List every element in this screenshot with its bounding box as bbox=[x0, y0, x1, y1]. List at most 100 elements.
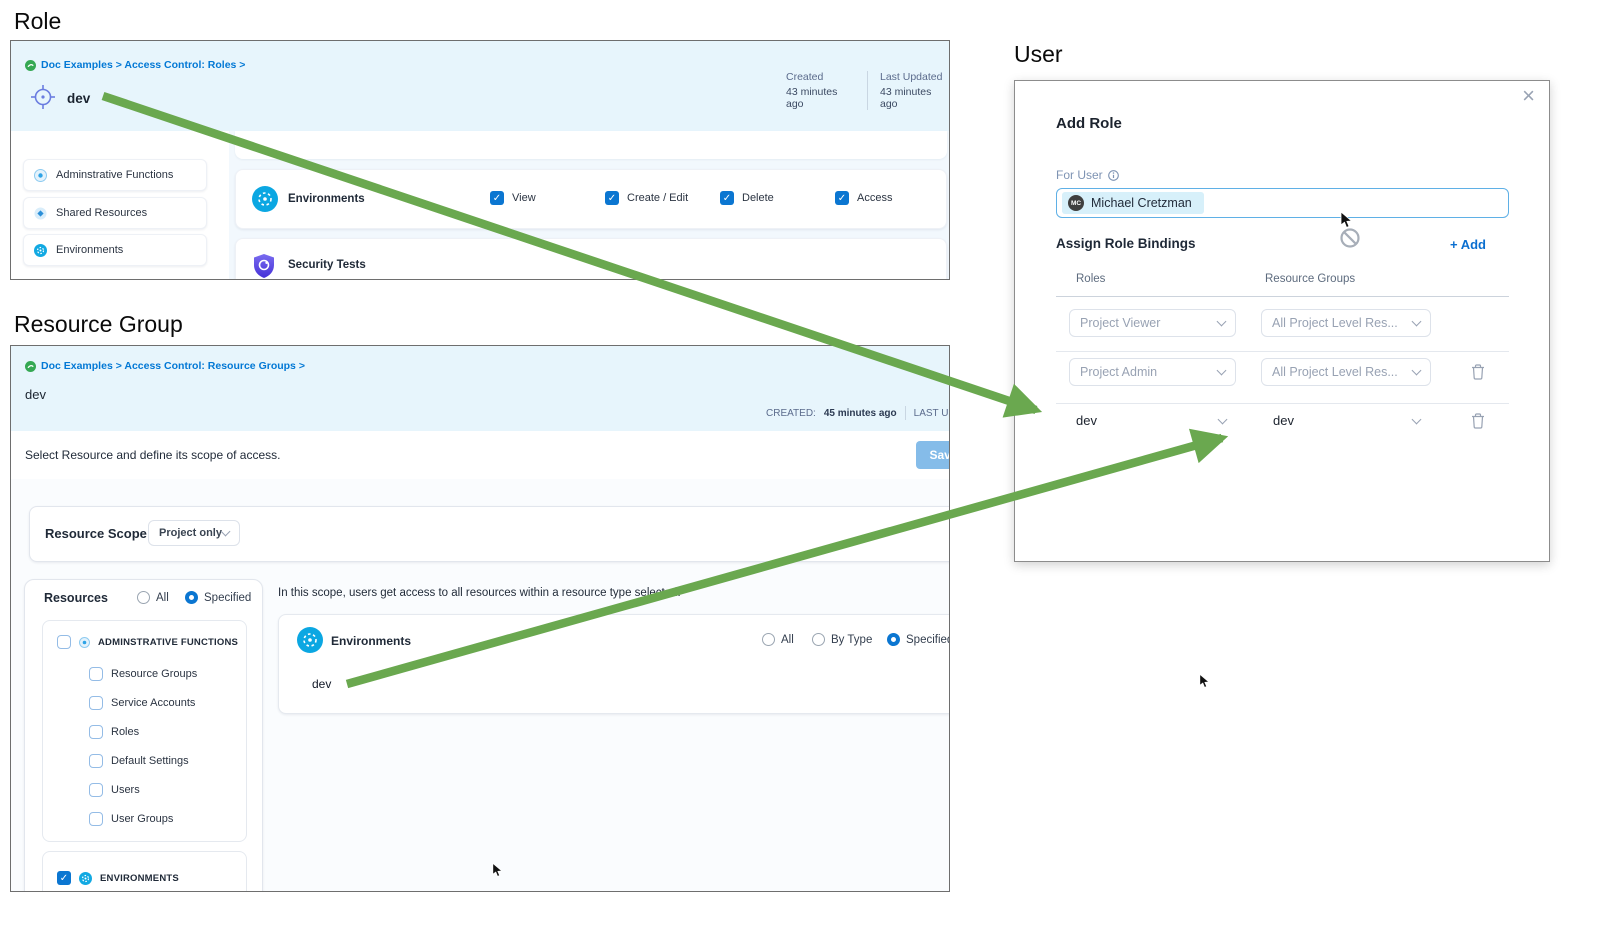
breadcrumb[interactable]: Doc Examples > Access Control: Roles > bbox=[25, 59, 245, 71]
checkbox-unchecked-icon[interactable] bbox=[89, 812, 103, 826]
close-icon[interactable]: × bbox=[1522, 83, 1535, 108]
resources-radio-specified[interactable]: Specified bbox=[185, 591, 251, 604]
partial-row bbox=[235, 131, 947, 159]
chevron-down-icon bbox=[1216, 316, 1227, 327]
tree-header-row[interactable]: ADMINSTRATIVE FUNCTIONS bbox=[57, 635, 238, 649]
checkbox-checked-icon[interactable]: ✓ bbox=[490, 191, 504, 205]
radio-selected-icon[interactable] bbox=[185, 591, 198, 604]
tree-item-roles[interactable]: Roles bbox=[89, 725, 139, 739]
tree-item-user-groups[interactable]: User Groups bbox=[89, 812, 173, 826]
resource-scope-select[interactable]: Project only bbox=[148, 520, 240, 546]
updated-label: Last Updated bbox=[879, 71, 943, 83]
user-chip[interactable]: MC Michael Cretzman bbox=[1062, 192, 1204, 214]
env-radio-specified[interactable]: Specified bbox=[887, 633, 950, 646]
group-select-row1[interactable]: All Project Level Res... bbox=[1261, 309, 1431, 337]
radio-icon[interactable] bbox=[812, 633, 825, 646]
label-text: For User bbox=[1056, 168, 1103, 182]
tree-item-resource-groups[interactable]: Resource Groups bbox=[89, 667, 197, 681]
radio-label: By Type bbox=[831, 633, 873, 646]
env-radio-by-type[interactable]: By Type bbox=[812, 633, 872, 646]
row-label: Security Tests bbox=[288, 259, 366, 271]
radio-selected-icon[interactable] bbox=[887, 633, 900, 646]
checkbox-checked-icon[interactable]: ✓ bbox=[720, 191, 734, 205]
checkbox-unchecked-icon[interactable] bbox=[89, 725, 103, 739]
role-meta: Created 43 minutes ago Last Updated 43 m… bbox=[786, 71, 949, 110]
created-block: Created 43 minutes ago bbox=[786, 71, 855, 110]
checkbox-unchecked-icon[interactable] bbox=[89, 754, 103, 768]
checkbox-unchecked-icon[interactable] bbox=[89, 667, 103, 681]
tree-item-label: User Groups bbox=[111, 813, 174, 825]
add-binding-button[interactable]: + Add bbox=[1450, 237, 1486, 252]
for-user-input[interactable]: MC Michael Cretzman bbox=[1056, 188, 1509, 218]
radio-label: All bbox=[781, 633, 794, 646]
environments-icon bbox=[252, 186, 278, 212]
created-label: CREATED: bbox=[766, 407, 816, 419]
tree-item-users[interactable]: Users bbox=[89, 783, 140, 797]
breadcrumb-text[interactable]: Doc Examples > Access Control: Roles > bbox=[41, 59, 246, 71]
sidebar-item-environments[interactable]: Environments bbox=[23, 234, 207, 266]
checkbox-checked-icon[interactable]: ✓ bbox=[835, 191, 849, 205]
checkbox-unchecked-icon[interactable] bbox=[89, 696, 103, 710]
environments-group-card: ✓ ENVIRONMENTS bbox=[42, 851, 247, 891]
role-select-row2[interactable]: Project Admin bbox=[1069, 358, 1236, 386]
resource-scope-label: Resource Scope bbox=[45, 526, 147, 541]
resource-group-heading: Resource Group bbox=[14, 311, 183, 337]
environments-icon bbox=[297, 627, 323, 653]
for-user-label: For User bbox=[1056, 168, 1119, 182]
info-icon[interactable] bbox=[1107, 169, 1119, 181]
group-select-row2[interactable]: All Project Level Res... bbox=[1261, 358, 1431, 386]
trash-icon[interactable] bbox=[1471, 413, 1485, 429]
env-radio-all[interactable]: All bbox=[762, 633, 794, 646]
chevron-down-icon[interactable] bbox=[1411, 414, 1422, 425]
role-target-icon bbox=[29, 83, 57, 111]
checkbox-unchecked-icon[interactable] bbox=[89, 783, 103, 797]
radio-label: Specified bbox=[906, 633, 950, 646]
tree-item-service-accounts[interactable]: Service Accounts bbox=[89, 696, 195, 710]
breadcrumb-text[interactable]: Doc Examples > Access Control: Resource … bbox=[41, 360, 305, 372]
radio-icon[interactable] bbox=[137, 591, 150, 604]
user-chip-name: Michael Cretzman bbox=[1091, 196, 1192, 210]
role-select-row3[interactable]: dev bbox=[1076, 413, 1097, 428]
rg-description: Select Resource and define its scope of … bbox=[25, 448, 281, 462]
role-panel: Doc Examples > Access Control: Roles > d… bbox=[10, 40, 950, 280]
assign-role-bindings-label: Assign Role Bindings bbox=[1056, 236, 1196, 251]
administrative-functions-icon bbox=[34, 168, 47, 182]
permission-view[interactable]: ✓View bbox=[490, 191, 536, 205]
permission-create-edit[interactable]: ✓Create / Edit bbox=[605, 191, 688, 205]
sidebar-item-administrative-functions[interactable]: Adminstrative Functions bbox=[23, 159, 207, 191]
rg-toolbar: Select Resource and define its scope of … bbox=[11, 431, 949, 479]
resources-label: Resources bbox=[44, 591, 108, 605]
checkbox-checked-icon[interactable]: ✓ bbox=[605, 191, 619, 205]
chevron-down-icon[interactable] bbox=[1217, 414, 1228, 425]
mouse-cursor bbox=[492, 863, 503, 878]
role-select-row1[interactable]: Project Viewer bbox=[1069, 309, 1236, 337]
environments-group-row[interactable]: ✓ ENVIRONMENTS bbox=[57, 871, 179, 885]
group-select-row3[interactable]: dev bbox=[1273, 413, 1294, 428]
administrative-functions-icon bbox=[79, 636, 90, 648]
permission-access[interactable]: ✓ Access bbox=[835, 191, 892, 205]
permission-delete[interactable]: ✓ Delete bbox=[720, 191, 774, 205]
roles-column-header: Roles bbox=[1076, 273, 1106, 285]
blocked-icon bbox=[1339, 227, 1361, 249]
save-button[interactable]: Save bbox=[916, 441, 949, 469]
breadcrumb[interactable]: Doc Examples > Access Control: Resource … bbox=[25, 360, 305, 372]
tree-header-label: ADMINSTRATIVE FUNCTIONS bbox=[98, 636, 239, 648]
updated-block: Last Updated 43 minutes ago bbox=[880, 71, 949, 110]
sidebar-item-shared-resources[interactable]: Shared Resources bbox=[23, 197, 207, 229]
permission-label: Access bbox=[857, 192, 893, 204]
env-scope-card: Environments All By Type Specified dev bbox=[278, 614, 950, 714]
admin-functions-tree-card: ADMINSTRATIVE FUNCTIONS Resource Groups … bbox=[42, 620, 247, 842]
chevron-down-icon bbox=[220, 526, 231, 537]
radio-icon[interactable] bbox=[762, 633, 775, 646]
divider bbox=[867, 71, 868, 110]
tree-item-default-settings[interactable]: Default Settings bbox=[89, 754, 189, 768]
divider bbox=[1056, 351, 1509, 352]
checkbox-unchecked-icon[interactable] bbox=[57, 635, 71, 649]
rg-meta: CREATED: 45 minutes ago LAST UPD bbox=[766, 406, 949, 420]
checkbox-checked-icon[interactable]: ✓ bbox=[57, 871, 71, 885]
resources-radio-all[interactable]: All bbox=[137, 591, 169, 604]
trash-icon[interactable] bbox=[1471, 364, 1485, 380]
environments-permission-row: Environments ✓View ✓Create / Edit ✓Delet… bbox=[235, 169, 947, 229]
dialog-title: Add Role bbox=[1056, 115, 1122, 132]
permission-label: Delete bbox=[742, 192, 774, 204]
